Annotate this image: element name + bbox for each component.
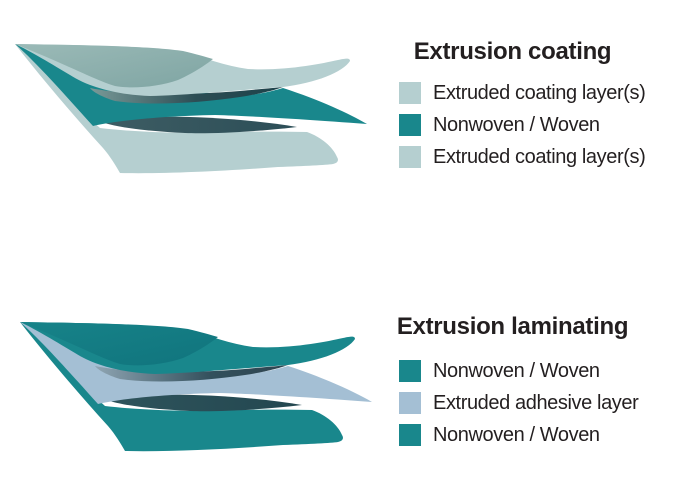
extrusion-laminating-diagram	[20, 322, 372, 452]
extrusion-coating-diagram	[15, 44, 367, 174]
section-title-extrusion-coating: Extrusion coating	[413, 38, 612, 65]
legend-swatch-teal	[399, 360, 421, 382]
legend-label: Nonwoven / Woven	[433, 424, 600, 446]
coating-upper-shadow	[90, 87, 283, 104]
legend-label: Nonwoven / Woven	[433, 360, 600, 382]
coating-top-surface	[15, 44, 213, 88]
section-title-extrusion-laminating: Extrusion laminating	[396, 313, 629, 340]
legend-swatch-teal	[399, 114, 421, 136]
legend-swatch-teal	[399, 424, 421, 446]
legend-item: Nonwoven / Woven	[399, 114, 645, 136]
laminating-top-surface	[20, 322, 218, 366]
legend-extrusion-coating: Extruded coating layer(s) Nonwoven / Wov…	[399, 82, 646, 178]
legend-item: Extruded coating layer(s)	[399, 146, 646, 168]
legend-label: Extruded adhesive layer	[433, 392, 639, 414]
legend-label: Extruded coating layer(s)	[433, 146, 646, 168]
legend-item: Extruded coating layer(s)	[399, 82, 646, 104]
legend-label: Extruded coating layer(s)	[433, 82, 646, 104]
legend-label: Nonwoven / Woven	[433, 114, 600, 136]
laminating-lower-shadow	[101, 394, 302, 412]
coating-bottom-extruded-layer	[15, 44, 338, 174]
laminating-adhesive-layer	[20, 322, 372, 404]
laminating-upper-shadow	[95, 365, 288, 382]
legend-item: Extruded adhesive layer	[399, 392, 639, 414]
legend-extrusion-laminating: Nonwoven / Woven Extruded adhesive layer…	[399, 360, 639, 456]
coating-lower-shadow	[96, 116, 297, 134]
legend-item: Nonwoven / Woven	[399, 424, 638, 446]
laminating-bottom-nonwoven-layer	[20, 322, 343, 452]
legend-swatch-blue	[399, 392, 421, 414]
legend-item: Nonwoven / Woven	[399, 360, 638, 382]
coating-nonwoven-layer	[15, 44, 367, 126]
legend-swatch-light	[399, 146, 421, 168]
legend-swatch-light	[399, 82, 421, 104]
